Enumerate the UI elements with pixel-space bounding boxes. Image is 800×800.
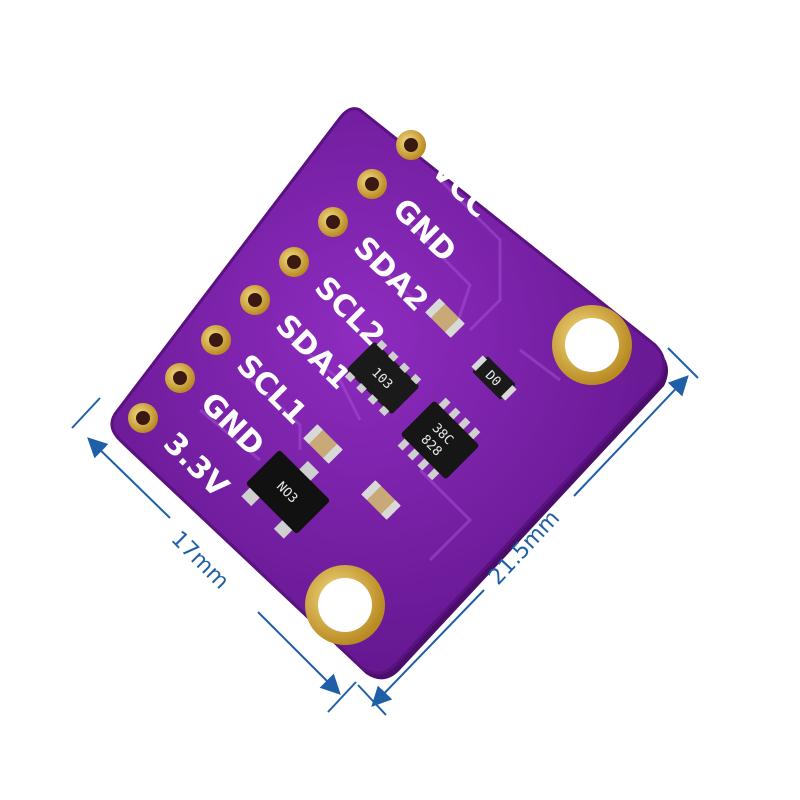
pin-pad	[240, 285, 270, 315]
pin-pad	[201, 325, 231, 355]
voltage-regulator: NO3	[241, 450, 330, 539]
smd-capacitor-3	[361, 480, 401, 520]
pin-pad	[279, 247, 309, 277]
smd-capacitor-2	[303, 424, 343, 464]
pin-pad	[318, 207, 348, 237]
smd-capacitor-1	[425, 298, 465, 338]
small-component-d0: D0	[471, 355, 517, 401]
header-pads	[128, 130, 426, 433]
sensor-ic: 38C 828	[397, 397, 481, 481]
mounting-hole-top	[552, 305, 632, 385]
pin-pad	[396, 130, 426, 160]
pin-pad	[165, 363, 195, 393]
mounting-hole-bottom	[305, 565, 385, 645]
pin-pad	[128, 403, 158, 433]
resistor-network: 103	[344, 339, 422, 417]
pin-pad	[357, 169, 387, 199]
